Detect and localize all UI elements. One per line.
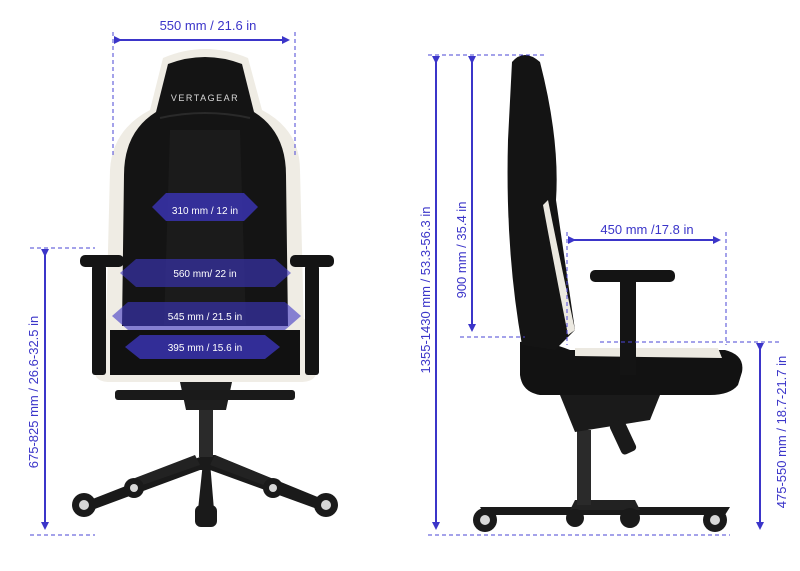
front-chair-illustration: VERTAGEAR <box>72 49 338 527</box>
brand-logo: VERTAGEAR <box>171 93 239 103</box>
front-dimension-guides <box>30 32 296 536</box>
lumbar-width-label: 310 mm / 12 in <box>172 206 238 217</box>
seat-height-label: 675-825 mm / 26.6-32.5 in <box>26 316 41 468</box>
overall-height-label: 1355-1430 mm / 53.3-56.3 in <box>418 207 433 374</box>
seat-floor-height-label: 475-550 mm / 18.7-21.7 in <box>774 356 789 508</box>
side-chair-illustration <box>473 55 743 532</box>
seat-front-width-label: 395 mm / 15.6 in <box>168 343 242 354</box>
shoulder-width-label: 560 mm/ 22 in <box>173 269 236 280</box>
seat-back-width-label: 545 mm / 21.5 in <box>168 312 242 323</box>
overall-width-label: 550 mm / 21.6 in <box>160 18 257 33</box>
front-width-bands: 310 mm / 12 in 560 mm/ 22 in 545 mm / 21… <box>112 193 301 359</box>
backrest-height-label: 900 mm / 35.4 in <box>454 202 469 299</box>
side-dimension-guides <box>428 54 780 536</box>
seat-depth-label: 450 mm /17.8 in <box>600 222 693 237</box>
